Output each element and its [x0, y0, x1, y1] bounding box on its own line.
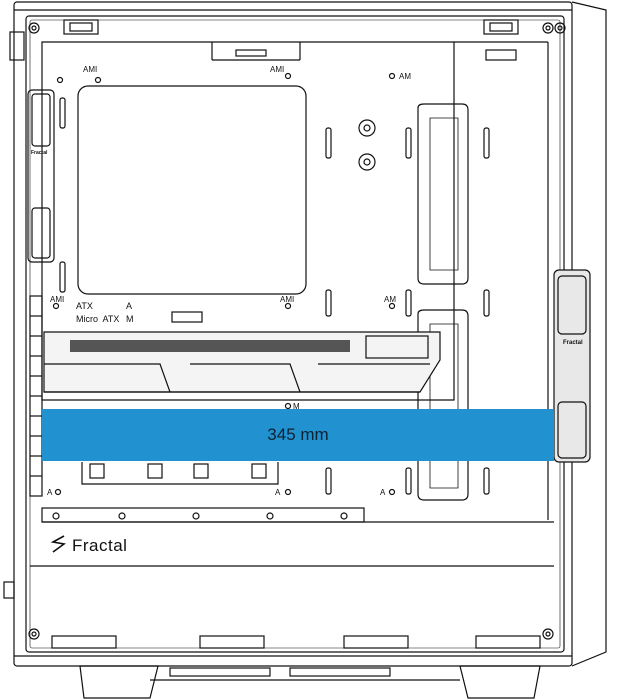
standoff-label: AMI	[270, 65, 285, 74]
standoff-label: A	[275, 488, 281, 497]
rear-fan	[27, 89, 55, 263]
gpu-clearance-bar: 345 mm	[42, 409, 554, 461]
standoff-holes	[52, 72, 396, 496]
standoff-label: AMI	[280, 295, 295, 304]
form-factor-micro-atx: Micro ATX	[76, 314, 120, 324]
front-fan	[553, 269, 591, 463]
standoff-label: AM	[399, 72, 411, 81]
cable-grommets	[59, 97, 490, 495]
fan-brand-label: Fractal	[31, 150, 48, 156]
psu-shroud	[30, 507, 554, 649]
top-latches	[63, 19, 519, 35]
graphics-card	[43, 331, 441, 393]
standoff-label: M	[293, 402, 300, 411]
panel-screws	[28, 22, 566, 640]
standoff-label: AMI	[50, 295, 65, 304]
fan-brand-label: Fractal	[563, 340, 583, 346]
standoff-label: AMI	[83, 65, 98, 74]
case-feet	[79, 665, 541, 699]
form-factor-micro-suffix: M	[126, 314, 134, 324]
standoff-label: A	[47, 488, 53, 497]
drive-cage	[81, 462, 279, 485]
brand-name: Fractal	[72, 536, 128, 555]
side-port	[3, 31, 25, 599]
fractal-logo-icon	[50, 535, 66, 553]
standoff-label: A	[380, 488, 386, 497]
case-outline	[13, 1, 607, 667]
gpu-clearance-label: 345 mm	[267, 425, 329, 444]
form-factor-atx: ATX	[76, 301, 93, 311]
expansion-slots	[29, 295, 43, 497]
standoff-label: AM	[384, 295, 396, 304]
form-factor-atx-suffix: A	[126, 301, 133, 311]
